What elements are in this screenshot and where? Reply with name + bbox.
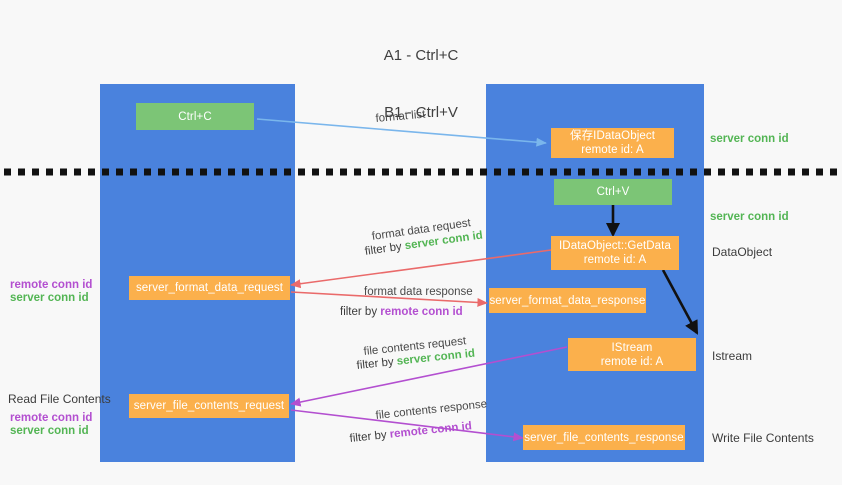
right-label-write-file-contents: Write File Contents (712, 431, 814, 445)
box-server-format-data-response[interactable]: server_format_data_response (489, 288, 646, 313)
filter-value-remote-conn-id: remote conn id (389, 420, 473, 441)
box-ctrl-v[interactable]: Ctrl+V (554, 179, 672, 205)
right-label-dataobject: DataObject (712, 245, 773, 259)
left-label-remote-conn-id-2: remote conn id (10, 412, 93, 424)
left-label-server-conn-id-2: server conn id (10, 425, 89, 437)
edge-label-format-data-response: format data response (364, 286, 473, 298)
diagram-title: A1 - Ctrl+C B1 - Ctrl+V (0, 8, 842, 160)
box-server-file-contents-response[interactable]: server_file_contents_response (523, 425, 685, 450)
edge-label-format-data-response-filter: filter by remote conn id (340, 305, 463, 320)
box-ctrl-c[interactable]: Ctrl+C (136, 103, 254, 130)
filter-prefix: filter by (356, 355, 398, 372)
box-server-format-data-request[interactable]: server_format_data_request (129, 276, 290, 300)
left-label-server-conn-id-1: server conn id (10, 292, 89, 304)
box-idataobject-getdata[interactable]: IDataObject::GetData remote id: A (551, 236, 679, 270)
filter-prefix: filter by (364, 240, 406, 258)
right-label-istream: Istream (712, 349, 753, 363)
left-label-remote-conn-id-1: remote conn id (10, 279, 93, 291)
right-label-server-conn-id-second: server conn id (710, 211, 789, 223)
box-save-idataobject[interactable]: 保存IDataObject remote id: A (551, 128, 674, 158)
edge-label-file-contents-response-filter: filter by remote conn id (349, 419, 473, 447)
title-line-1: A1 - Ctrl+C (383, 47, 459, 64)
filter-value-remote-conn-id: remote conn id (380, 306, 463, 318)
right-label-server-conn-id-top: server conn id (710, 133, 789, 145)
filter-prefix: filter by (340, 306, 381, 318)
box-istream[interactable]: IStream remote id: A (568, 338, 696, 371)
filter-prefix: filter by (349, 428, 391, 445)
box-server-file-contents-request[interactable]: server_file_contents_request (129, 394, 289, 418)
left-label-read-file-contents: Read File Contents (8, 392, 111, 406)
title-line-2: B1 - Ctrl+V (384, 104, 458, 121)
